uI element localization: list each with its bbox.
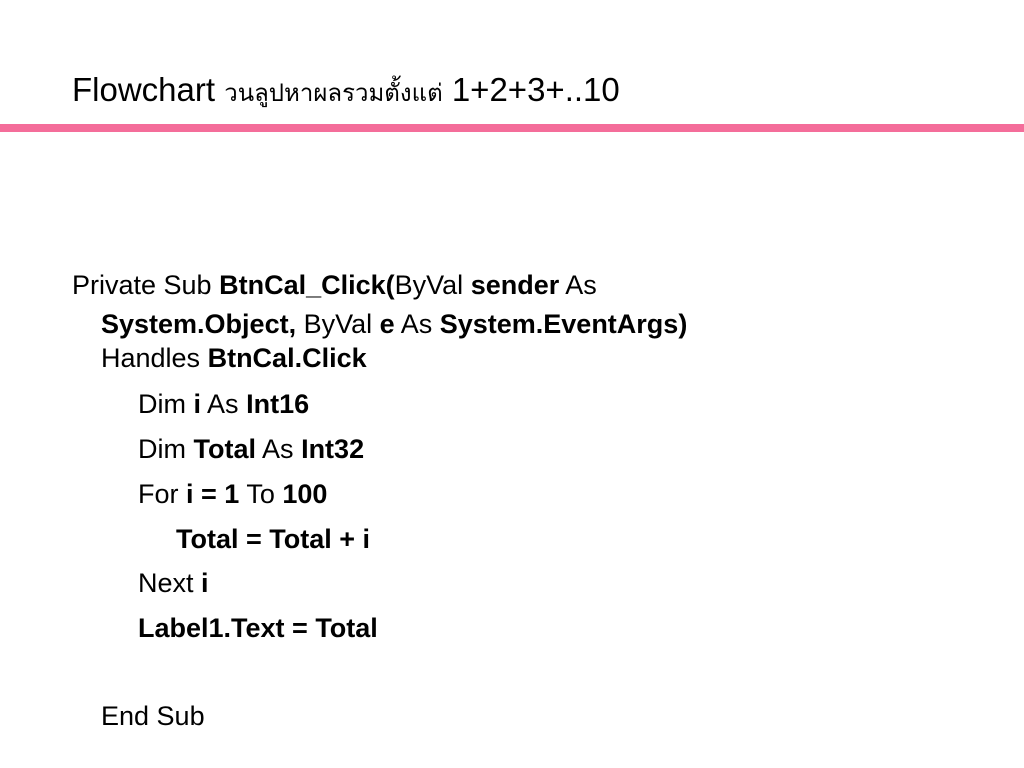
loop-limit: 100: [282, 479, 328, 509]
kw-private-sub: Private Sub: [72, 270, 212, 300]
code-line-handles: Handles BtnCal.Click: [101, 342, 367, 374]
title-thai-text: วนลูปหาผลรวมตั้งแต่: [224, 79, 443, 107]
kw-as: As: [207, 389, 239, 419]
event-name: BtnCal.Click: [207, 343, 367, 373]
kw-for: For: [138, 479, 179, 509]
var-i: i: [193, 389, 202, 419]
kw-byval: ByVal: [303, 309, 373, 339]
slide-title: Flowchart วนลูปหาผลรวมตั้งแต่ 1+2+3+..10: [72, 66, 620, 117]
type-int32: Int32: [301, 434, 365, 464]
kw-dim: Dim: [138, 389, 186, 419]
kw-next: Next: [138, 568, 194, 598]
type-eventargs: System.EventArgs): [439, 309, 688, 339]
code-line-for: For i = 1 To 100: [138, 478, 327, 510]
kw-byval: ByVal: [394, 270, 464, 300]
code-line-params: System.Object, ByVal e As System.EventAr…: [101, 308, 687, 340]
title-divider: [0, 124, 1024, 132]
title-prefix: Flowchart: [72, 71, 216, 108]
loop-init: i = 1: [186, 479, 240, 509]
kw-as: As: [565, 270, 597, 300]
var-i: i: [201, 568, 209, 598]
title-suffix: 1+2+3+..10: [451, 71, 620, 108]
kw-end-sub: End Sub: [101, 701, 205, 731]
accumulate-statement: Total = Total + i: [176, 524, 371, 554]
code-line-dim-total: Dim Total As Int32: [138, 433, 364, 465]
type-int16: Int16: [246, 389, 310, 419]
code-line-sub-declaration: Private Sub BtnCal_Click(ByVal sender As: [72, 269, 597, 301]
param-sender: sender: [470, 270, 560, 300]
label-assign-statement: Label1.Text = Total: [138, 613, 378, 643]
kw-dim: Dim: [138, 434, 186, 464]
kw-as: As: [400, 309, 433, 339]
code-line-label-assign: Label1.Text = Total: [138, 612, 378, 644]
var-total: Total: [193, 434, 257, 464]
code-line-next: Next i: [138, 567, 209, 599]
kw-as: As: [262, 434, 294, 464]
proc-name: BtnCal_Click(: [219, 270, 395, 300]
kw-handles: Handles: [101, 343, 201, 373]
kw-to: To: [246, 479, 275, 509]
code-line-dim-i: Dim i As Int16: [138, 388, 309, 420]
type-object: System.Object,: [101, 309, 297, 339]
code-line-accumulate: Total = Total + i: [176, 523, 370, 555]
param-e: e: [379, 309, 395, 339]
code-line-end-sub: End Sub: [101, 700, 205, 732]
